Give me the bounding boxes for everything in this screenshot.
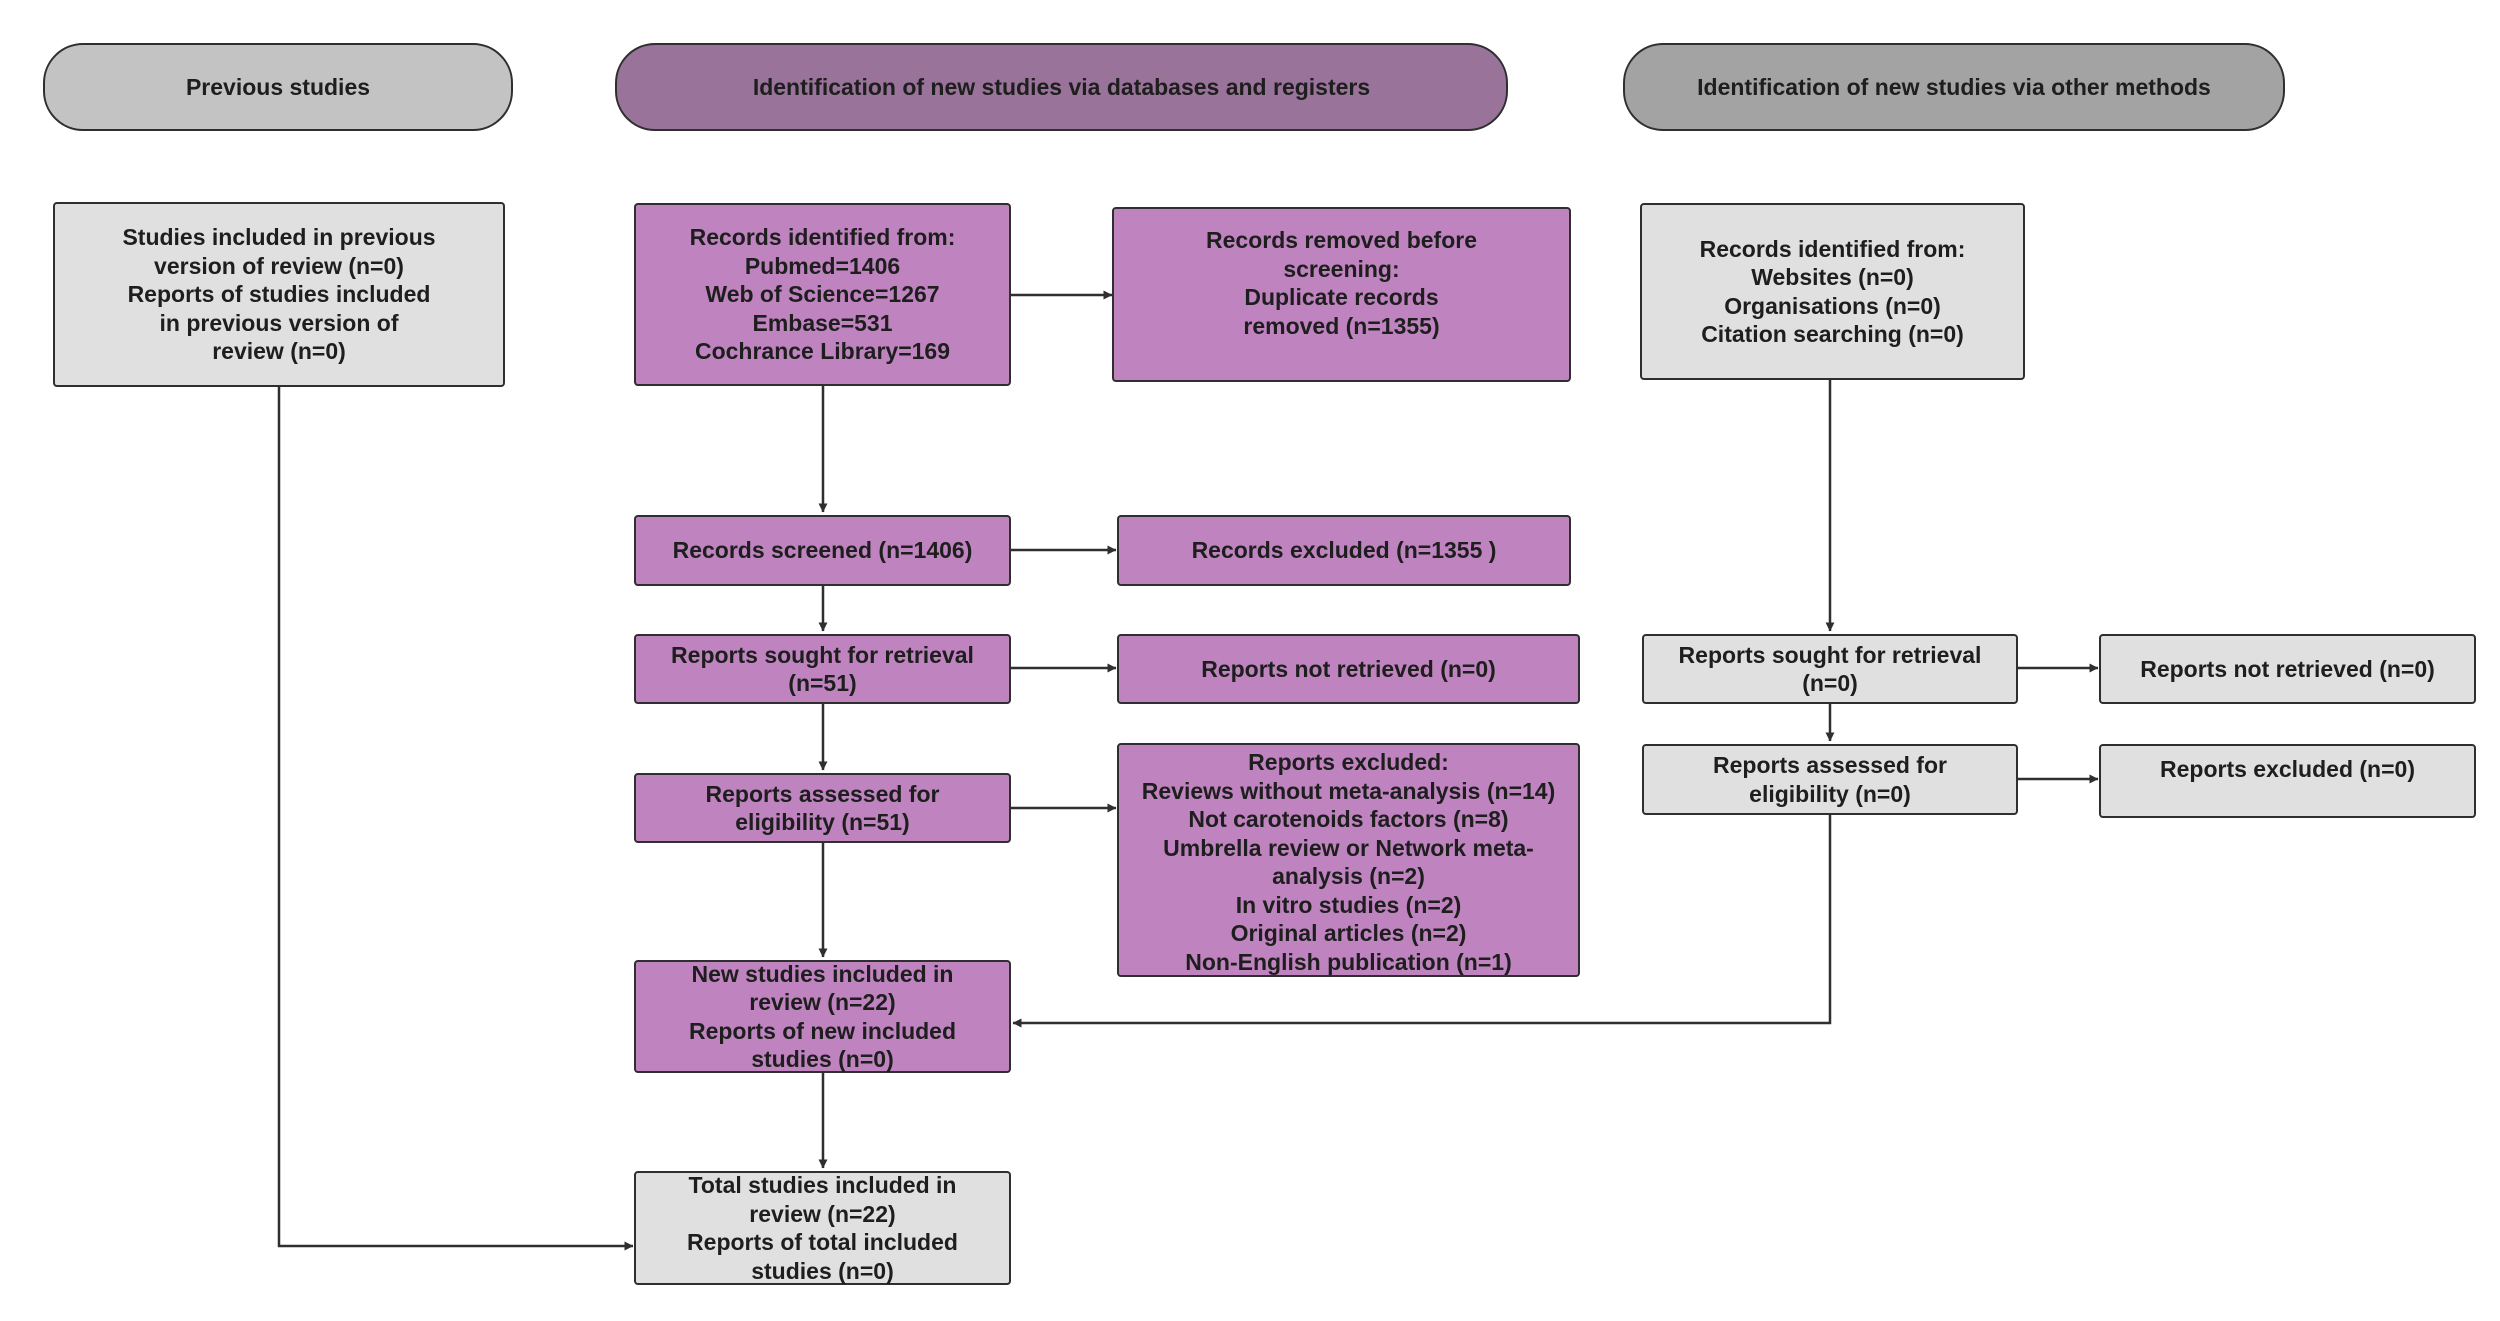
box-text-line: Reviews without meta-analysis (n=14)	[1141, 777, 1556, 804]
box-text-line: Duplicate records	[1244, 284, 1439, 310]
box-text-line: Total studies included in	[688, 1172, 957, 1198]
header-databases-registers: Identification of new studies via databa…	[615, 43, 1508, 131]
box-text-line: Reports excluded (n=0)	[2160, 756, 2415, 782]
box-text-line: Umbrella review or Network meta-	[1163, 834, 1534, 861]
other-reports-excluded-box: Reports excluded (n=0)	[2099, 744, 2476, 818]
box-text-line: Reports sought for retrieval	[1678, 641, 1982, 668]
total-studies-included-box: Total studies included in review (n=22) …	[634, 1171, 1011, 1285]
reports-excluded-reasons-box: Reports excluded: Reviews without meta-a…	[1117, 743, 1580, 977]
records-excluded-box: Records excluded (n=1355 )	[1117, 515, 1571, 586]
arrow-other-assessed-to-new-included	[1012, 815, 1832, 1028]
previous-studies-included-box: Studies included in previous version of …	[53, 202, 505, 387]
header-databases-registers-label: Identification of new studies via databa…	[752, 73, 1371, 100]
reports-assessed-eligibility-box: Reports assessed for eligibility (n=51)	[634, 773, 1011, 843]
box-text-line: Reports of total included	[687, 1229, 958, 1255]
header-previous-studies: Previous studies	[43, 43, 513, 131]
reports-sought-retrieval-box: Reports sought for retrieval (n=51)	[634, 634, 1011, 704]
box-text-line: Web of Science=1267	[705, 281, 940, 308]
box-text-line: in previous version of	[159, 309, 399, 336]
box-text-line: analysis (n=2)	[1272, 863, 1425, 889]
arrow-previous-to-total	[277, 387, 634, 1251]
header-previous-studies-label: Previous studies	[185, 73, 371, 100]
box-text-line: review (n=22)	[749, 1200, 896, 1227]
records-identified-other-box: Records identified from: Websites (n=0) …	[1640, 203, 2025, 380]
box-text-line: review (n=22)	[749, 989, 896, 1015]
box-text-line: Not carotenoids factors (n=8)	[1188, 806, 1509, 832]
other-reports-not-retrieved-box: Reports not retrieved (n=0)	[2099, 634, 2476, 704]
records-screened-box: Records screened (n=1406)	[634, 515, 1011, 586]
box-text-line: Reports of studies included	[127, 281, 431, 308]
box-text-line: Records excluded (n=1355 )	[1191, 537, 1497, 564]
new-studies-included-box: New studies included in review (n=22) Re…	[634, 960, 1011, 1073]
box-text-line: Records identified from:	[689, 224, 956, 251]
box-text-line: removed (n=1355)	[1243, 312, 1440, 339]
box-text-line: Pubmed=1406	[744, 252, 901, 279]
box-text-line: (n=0)	[1802, 670, 1858, 696]
box-text-line: Reports of new included	[688, 1017, 957, 1044]
box-text-line: review (n=0)	[212, 338, 346, 365]
box-text-line: eligibility (n=51)	[735, 809, 910, 835]
box-text-line: studies (n=0)	[751, 1046, 894, 1072]
reports-not-retrieved-box: Reports not retrieved (n=0)	[1117, 634, 1580, 704]
header-other-methods: Identification of new studies via other …	[1623, 43, 2285, 131]
box-text-line: Organisations (n=0)	[1724, 292, 1941, 319]
box-text-line: Reports sought for retrieval	[671, 641, 974, 668]
box-text-line: version of review (n=0)	[154, 252, 404, 279]
box-text-line: Records screened (n=1406)	[672, 537, 973, 564]
records-removed-box: Records removed before screening: Duplic…	[1112, 207, 1571, 382]
box-text-line: Reports not retrieved (n=0)	[1201, 655, 1496, 682]
box-text-line: (n=51)	[788, 670, 857, 696]
box-text-line: Reports not retrieved (n=0)	[2140, 655, 2435, 682]
box-text-line: New studies included in	[691, 960, 954, 987]
box-text-line: eligibility (n=0)	[1749, 780, 1911, 807]
box-text-line: screening:	[1283, 255, 1400, 282]
records-identified-databases-box: Records identified from: Pubmed=1406 Web…	[634, 203, 1011, 386]
other-reports-sought-retrieval-box: Reports sought for retrieval (n=0)	[1642, 634, 2018, 704]
box-text-line: studies (n=0)	[751, 1257, 894, 1284]
box-text-line: Reports assessed for	[705, 780, 940, 807]
box-text-line: Reports excluded:	[1248, 749, 1449, 775]
box-text-line: Records removed before	[1206, 227, 1477, 253]
box-text-line: Embase=531	[752, 309, 893, 336]
box-text-line: In vitro studies (n=2)	[1235, 891, 1462, 918]
box-text-line: Non-English publication (n=1)	[1185, 948, 1512, 975]
box-text-line: Websites (n=0)	[1751, 264, 1914, 290]
other-reports-assessed-eligibility-box: Reports assessed for eligibility (n=0)	[1642, 744, 2018, 815]
header-other-methods-label: Identification of new studies via other …	[1697, 73, 2211, 100]
box-text-line: Studies included in previous	[122, 224, 436, 251]
box-text-line: Original articles (n=2)	[1230, 920, 1467, 946]
box-text-line: Reports assessed for	[1713, 752, 1947, 778]
box-text-line: Citation searching (n=0)	[1701, 321, 1964, 347]
box-text-line: Cochrance Library=169	[694, 338, 951, 365]
box-text-line: Records identified from:	[1699, 235, 1966, 262]
